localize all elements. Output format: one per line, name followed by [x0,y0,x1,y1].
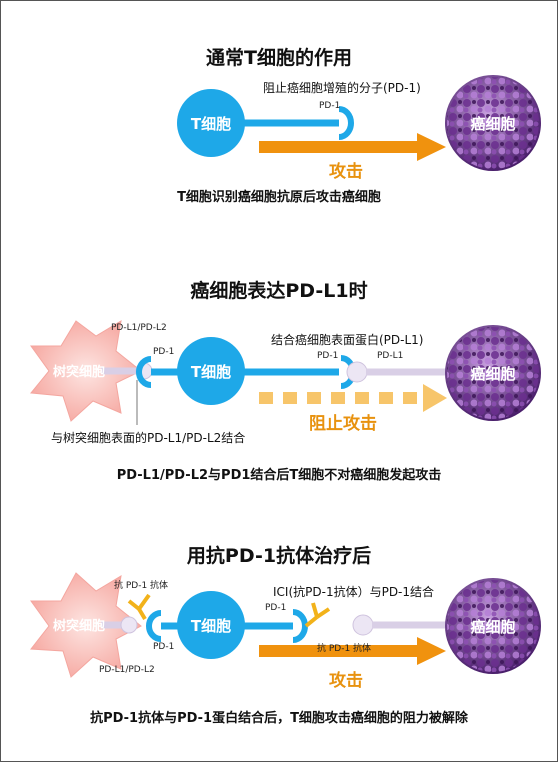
section-2-title: 癌细胞表达PD-L1时 [190,280,368,302]
attack-arrow-head [417,133,446,161]
antibody-right [304,602,331,628]
t-cell-label: T细胞 [190,115,232,133]
pdl-label: PD-L1/PD-L2 [99,665,155,675]
t-cell [177,89,245,157]
dendritic-cell-label: 树突细胞 [52,365,105,380]
attack-label: 攻击 [329,162,363,182]
molecule-label: 阻止癌细胞增殖的分子(PD-1) [263,81,421,95]
pd1-label-left: PD-1 [153,347,175,357]
attack-arrow-head [417,637,446,665]
cancer-cell-label: 癌细胞 [470,618,516,636]
dendritic-cell [30,320,142,422]
cancer-cell [445,75,541,171]
pd1-receptor-left [146,610,162,642]
cancer-cell [445,325,541,421]
ici-label: ICI(抗PD-1抗体）与PD-1结合 [273,585,435,599]
block-attack-label: 阻止攻击 [309,414,377,434]
section-3-title: 用抗PD-1抗体治疗后 [186,545,372,567]
pdl1-ball [346,361,368,383]
pd1-label: PD-1 [319,101,341,111]
t-cell [177,591,245,659]
antibody-left [127,593,151,621]
section-1-graphics [177,75,541,171]
dendritic-cell-label: 树突细胞 [52,619,105,634]
pd1-label-right: PD-1 [317,351,339,361]
attack-arrow-shaft [259,141,417,153]
attack-label: 攻击 [329,671,363,691]
dendritic-binding-label: 与树突细胞表面的PD-L1/PD-L2结合 [51,431,246,445]
cancer-cell [445,578,541,674]
cancer-cell-label: 癌细胞 [470,365,516,383]
pdl1-ball [352,614,374,636]
cancer-cell-label: 癌细胞 [470,115,516,133]
pdl-ball-left [120,616,138,634]
section-2-caption: PD-L1/PD-L2与PD1结合后T细胞不对癌细胞发起攻击 [116,468,442,483]
t-cell-label: T细胞 [190,617,232,635]
blocked-attack-arrow [259,384,447,412]
pd1-receptor-right [292,609,308,643]
pd1-label-right: PD-1 [265,603,287,613]
pd1-receptor [338,106,354,140]
attack-arrow-shaft [259,645,417,657]
pdl1-label: PD-L1 [377,351,404,361]
dendritic-cell [30,572,142,678]
section-3-graphics [30,572,541,678]
binding-label: 结合癌细胞表面蛋白(PD-L1) [271,333,424,347]
pd1-label-left: PD-1 [153,642,175,652]
antibody-label-right: 抗 PD-1 抗体 [317,644,372,654]
section-2-graphics [30,320,541,425]
section-1-title: 通常T细胞的作用 [206,47,352,69]
t-cell [177,337,245,405]
antibody-label-left: 抗 PD-1 抗体 [114,581,169,591]
pd1-receptor-left [136,356,152,388]
section-1-caption: T细胞识别癌细胞抗原后攻击癌细胞 [177,190,381,205]
pdl-label: PD-L1/PD-L2 [111,323,167,333]
t-cell-label: T细胞 [190,363,232,381]
section-3-caption: 抗PD-1抗体与PD-1蛋白结合后，T细胞攻击癌细胞的阻力被解除 [90,711,468,726]
